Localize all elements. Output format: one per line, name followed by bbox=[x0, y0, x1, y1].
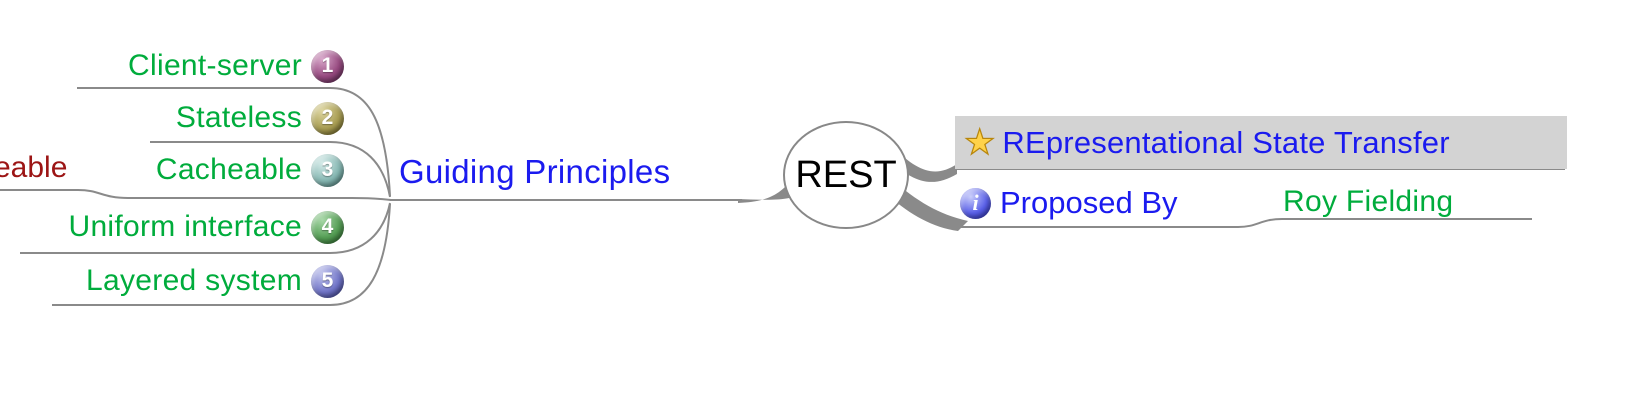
edge-wedge-root-to-definition bbox=[888, 148, 957, 182]
node-guiding-principles[interactable]: Guiding Principles bbox=[399, 150, 670, 194]
node-client-server-label: Client-server bbox=[128, 49, 302, 82]
edge-layered-system bbox=[52, 203, 391, 306]
node-cacheable-label: Cacheable bbox=[155, 153, 302, 186]
node-layered-system-label: Layered system bbox=[86, 264, 302, 297]
node-client-server[interactable]: Client-server 1 bbox=[128, 47, 344, 85]
node-layered-system[interactable]: Layered system 5 bbox=[86, 262, 344, 300]
edge-truncated-node bbox=[0, 189, 129, 199]
info-icon: i bbox=[960, 187, 991, 219]
node-uniform-interface-label: Uniform interface bbox=[68, 210, 302, 243]
node-uniform-interface[interactable]: Uniform interface 4 bbox=[68, 208, 344, 246]
edge-cacheable bbox=[128, 197, 392, 201]
node-representational-state-transfer[interactable]: ★ REpresentational State Transfer bbox=[955, 116, 1567, 169]
number-1-badge-icon: 1 bbox=[311, 49, 344, 83]
number-4-badge-icon: 4 bbox=[311, 210, 344, 244]
node-guiding-principles-label: Guiding Principles bbox=[399, 153, 671, 190]
root-node-ellipse[interactable] bbox=[783, 121, 909, 229]
node-stateless[interactable]: Stateless 2 bbox=[176, 99, 344, 137]
node-truncated-eable-label: eable bbox=[0, 151, 68, 184]
number-2-badge-icon: 2 bbox=[311, 101, 344, 135]
node-representational-state-transfer-label: REpresentational State Transfer bbox=[1002, 124, 1450, 160]
number-3-badge-icon: 3 bbox=[311, 153, 344, 187]
node-cacheable[interactable]: Cacheable 3 bbox=[156, 151, 344, 189]
node-stateless-label: Stateless bbox=[175, 101, 302, 134]
edge-uniform-interface bbox=[20, 202, 391, 254]
node-rest-root[interactable]: REST bbox=[784, 153, 908, 197]
node-roy-fielding[interactable]: Roy Fielding bbox=[1283, 183, 1453, 221]
edge-stateless bbox=[150, 141, 391, 198]
number-5-badge-icon: 5 bbox=[311, 264, 344, 298]
edge-client-server bbox=[77, 87, 391, 197]
edge-proposed-by bbox=[948, 218, 1532, 228]
node-proposed-by[interactable]: i Proposed By bbox=[960, 182, 1178, 224]
node-proposed-by-label: Proposed By bbox=[1000, 185, 1178, 220]
node-roy-fielding-label: Roy Fielding bbox=[1283, 185, 1454, 218]
node-rest-root-label: REST bbox=[795, 153, 897, 196]
star-icon: ★ bbox=[963, 123, 996, 162]
node-truncated-eable[interactable]: eable bbox=[0, 149, 67, 187]
